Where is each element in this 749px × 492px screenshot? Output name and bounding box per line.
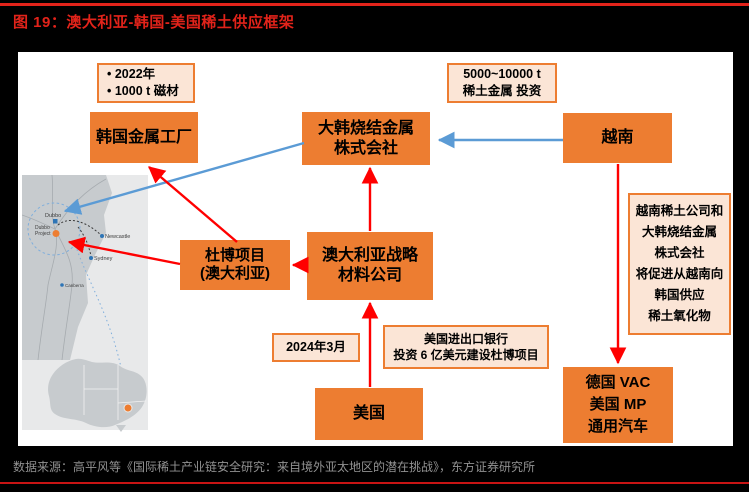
map-dubbo-project-marker <box>52 230 60 237</box>
map-canberra-marker <box>60 283 64 287</box>
australia-map-svg: Dubbo Dubbo Project Newcastle Sydney Can… <box>21 174 148 432</box>
node-vietnam: 越南 <box>563 113 672 163</box>
node-label: 美国 <box>352 405 385 423</box>
map-label-dubbo: Dubbo <box>45 213 61 219</box>
note-line: 韩国供应 <box>654 288 705 302</box>
note-line: 越南稀土公司和 <box>635 204 724 218</box>
note-line: 2024年3月 <box>286 340 346 355</box>
note-line: 美国进出口银行 <box>423 331 508 346</box>
note-line: 稀土金属 投资 <box>462 84 542 98</box>
note-date-2024: 2024年3月 <box>272 333 360 362</box>
map-newcastle-marker <box>100 234 104 238</box>
node-label: 株式会社 <box>333 139 398 157</box>
note-line: 大韩烧结金属 <box>641 225 717 239</box>
note-line: 株式会社 <box>654 246 705 260</box>
map-tasmania <box>116 425 126 432</box>
map-label-dubbo-project-2: Project <box>35 231 51 237</box>
note-exim-bank: 美国进出口银行 投资 6 亿美元建设杜博项目 <box>383 325 549 369</box>
figure-title: 图 19：澳大利亚-韩国-美国稀土供应框架 <box>13 14 295 31</box>
node-label: 美国 MP <box>589 396 647 414</box>
node-australian-strategic-materials: 澳大利亚战略 材料公司 <box>307 232 433 300</box>
map-label-newcastle: Newcastle <box>105 234 130 240</box>
node-label: 韩国金属工厂 <box>95 128 192 146</box>
note-line: 投资 6 亿美元建设杜博项目 <box>393 348 539 362</box>
map-state-borders <box>83 365 147 420</box>
node-label: 通用汽车 <box>587 417 648 435</box>
node-label: 材料公司 <box>337 267 402 284</box>
footer-bottom-rule <box>0 482 749 484</box>
data-source-text: 数据来源：高平风等《国际稀土产业链安全研究：来自境外亚太地区的潜在挑战》，东方证… <box>13 460 536 474</box>
node-label: 大韩烧结金属 <box>317 119 414 137</box>
diagram-panel: Dubbo Dubbo Project Newcastle Sydney Can… <box>18 52 733 446</box>
note-vietnam-investment: 5000~10000 t 稀土金属 投资 <box>447 63 557 103</box>
australia-map: Dubbo Dubbo Project Newcastle Sydney Can… <box>21 174 148 432</box>
node-label: 杜博项目 <box>204 246 265 264</box>
title-top-rule <box>0 3 749 6</box>
node-vac-mp-gm: 德国 VAC 美国 MP 通用汽车 <box>563 367 673 443</box>
node-label: (澳大利亚) <box>200 265 270 282</box>
node-label: 越南 <box>601 129 634 147</box>
map-dubbo-marker <box>53 219 58 224</box>
note-line: • 2022年 <box>107 67 156 82</box>
map-label-canberra: Canberra <box>65 283 84 288</box>
arrow-dubbo-to-korea-factory <box>148 166 238 243</box>
note-supply-agreement: 越南稀土公司和 大韩烧结金属 株式会社 将促进从越南向 韩国供应 稀土氧化物 <box>628 193 731 335</box>
node-usa: 美国 <box>315 388 423 440</box>
map-inset-dubbo-marker <box>123 403 133 413</box>
map-label-dubbo-project-1: Dubbo <box>35 225 50 231</box>
note-korea-2022: • 2022年 • 1000 t 磁材 <box>97 63 195 103</box>
note-line: 将促进从越南向 <box>635 267 724 281</box>
map-label-sydney: Sydney <box>94 256 113 262</box>
node-daehan-sintered-metal: 大韩烧结金属 株式会社 <box>302 112 430 165</box>
map-sydney-marker <box>89 256 93 260</box>
map-dubbo-focus-circle <box>27 202 81 256</box>
note-line: 5000~10000 t <box>463 67 541 82</box>
note-line: 稀土氧化物 <box>648 309 711 323</box>
node-dubbo-project: 杜博项目 (澳大利亚) <box>180 240 290 290</box>
node-label: 德国 VAC <box>585 374 651 392</box>
node-label: 澳大利亚战略 <box>321 247 418 265</box>
note-line: • 1000 t 磁材 <box>107 84 179 98</box>
map-australia-continent <box>48 358 147 428</box>
node-korea-metal-factory: 韩国金属工厂 <box>90 112 198 163</box>
